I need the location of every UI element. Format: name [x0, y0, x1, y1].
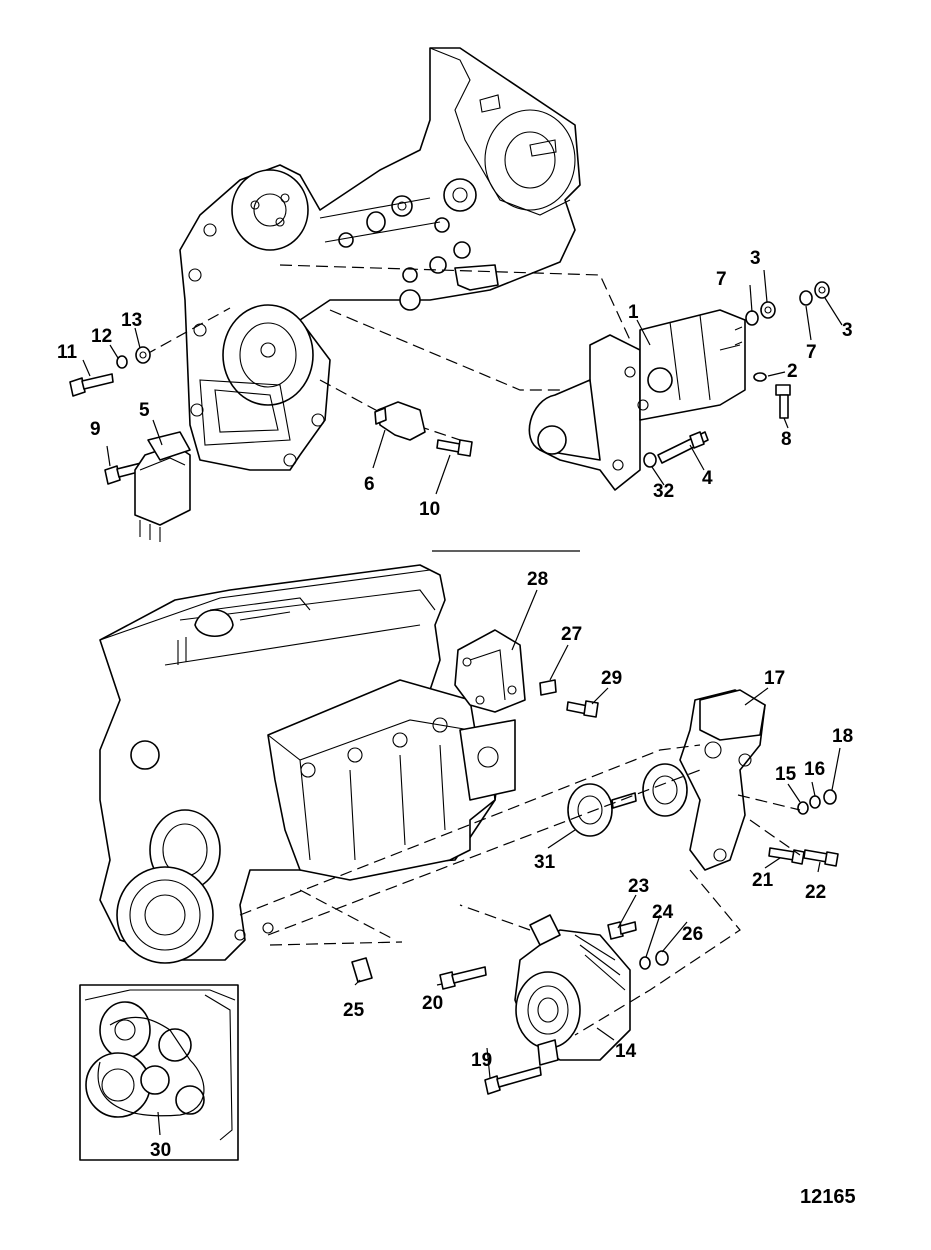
callout-7-right: 7 [806, 342, 817, 363]
callout-28: 28 [527, 569, 548, 590]
callout-8: 8 [781, 429, 792, 450]
starter-motor [528, 309, 746, 491]
callout-25: 25 [343, 1000, 365, 1021]
callout-1: 1 [628, 302, 639, 323]
callout-4: 4 [702, 468, 713, 489]
callout-12: 12 [91, 326, 112, 347]
callout-6: 6 [364, 474, 375, 495]
callout-29: 29 [601, 668, 622, 689]
callout-11: 11 [57, 342, 78, 363]
engine-block-lower [99, 564, 516, 964]
callout-22: 22 [805, 882, 826, 903]
figure-number: 12165 [800, 1186, 856, 1208]
assembly-dashed-lines-lower [239, 744, 801, 1036]
callout-5: 5 [139, 400, 150, 421]
callout-20: 20 [422, 993, 443, 1014]
callout-2: 2 [787, 361, 798, 382]
callout-19: 19 [471, 1050, 492, 1071]
callout-31: 31 [534, 852, 556, 873]
callout-17: 17 [764, 668, 785, 689]
callout-3-right: 3 [842, 320, 853, 341]
callout-7-upper: 7 [716, 269, 727, 290]
callout-26: 26 [682, 924, 703, 945]
callout-14: 14 [615, 1041, 637, 1062]
callout-30: 30 [150, 1140, 171, 1161]
fasteners-upper [69, 281, 830, 542]
alternator [351, 914, 669, 1095]
engine-block-upper [179, 47, 581, 471]
tensioner-bracket [567, 689, 839, 871]
callout-16: 16 [804, 759, 825, 780]
callout-21: 21 [752, 870, 774, 891]
callout-24: 24 [652, 902, 674, 923]
callout-13: 13 [121, 310, 142, 331]
callout-9: 9 [90, 419, 101, 440]
callout-32: 32 [653, 481, 674, 502]
callout-18: 18 [832, 726, 853, 747]
callout-labels: 1 2 3 3 4 5 6 7 7 8 9 10 11 12 13 14 15 … [57, 248, 853, 1161]
callout-3-upper: 3 [750, 248, 761, 269]
callout-10: 10 [419, 499, 440, 520]
callout-23: 23 [628, 876, 649, 897]
belt-inset-detail [79, 984, 239, 1161]
leader-lines [82, 269, 843, 1136]
callout-27: 27 [561, 624, 582, 645]
callout-15: 15 [775, 764, 797, 785]
bracket-assembly [454, 629, 599, 718]
